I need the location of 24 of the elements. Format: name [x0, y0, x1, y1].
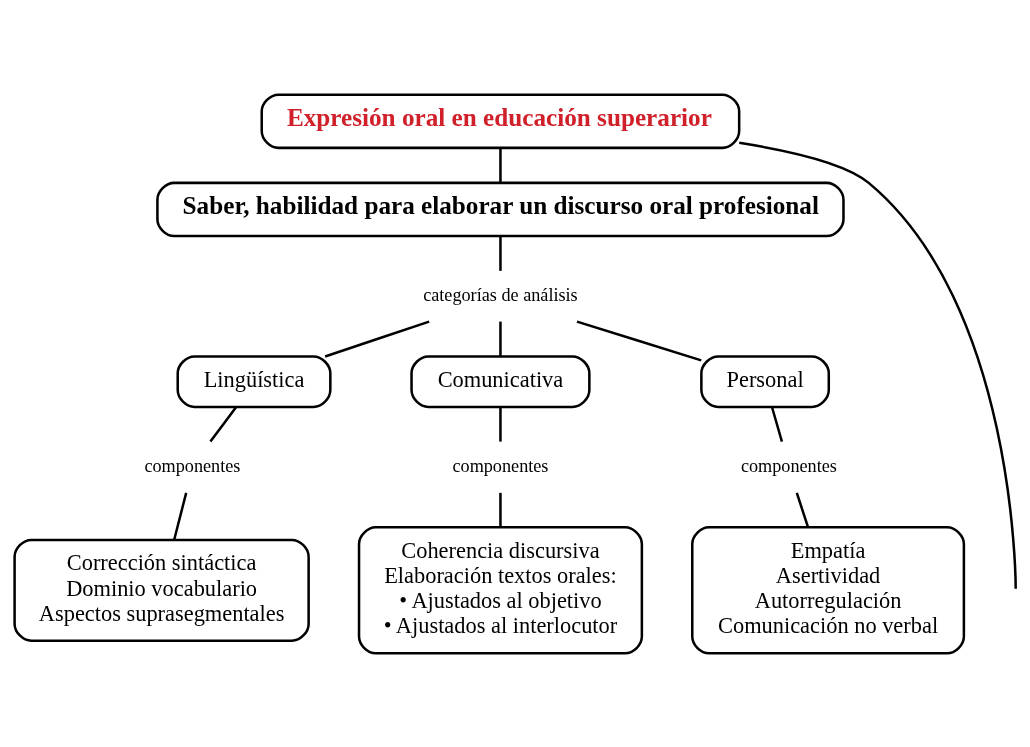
node-box: Corrección sintáctica Dominio vocabulario Aspectos suprasegmentales [12, 538, 310, 642]
connector [498, 406, 502, 442]
node-text: componentes [451, 455, 548, 476]
connector [172, 492, 187, 540]
connector [738, 141, 1017, 589]
connector [498, 321, 502, 356]
connector [576, 319, 702, 362]
node-text: componentes [143, 455, 240, 476]
node-text: componentes [740, 455, 837, 476]
node-box: Expresión oral en educación superarior [259, 92, 740, 149]
connector [498, 235, 502, 271]
node-box: Personal [699, 354, 830, 408]
node-box: Empatía Asertividad Autorregulación Comunicación no verbal [690, 525, 965, 655]
connector [208, 405, 237, 442]
node-box: Lingüística [175, 354, 332, 408]
connector [498, 492, 502, 527]
connector [324, 319, 430, 358]
node-box: Comunicativa [409, 354, 591, 408]
connector [498, 147, 502, 182]
connector [770, 406, 783, 442]
node-text: categorías de análisis [422, 284, 578, 305]
node-box: Coherencia discursiva Elaboración textos orales: • Ajustados al objetivo • Ajustados al interlocutor [357, 525, 643, 655]
node-box: Saber, habilidad para elaborar un discurso oral profesional [155, 181, 845, 237]
connector [795, 492, 809, 528]
